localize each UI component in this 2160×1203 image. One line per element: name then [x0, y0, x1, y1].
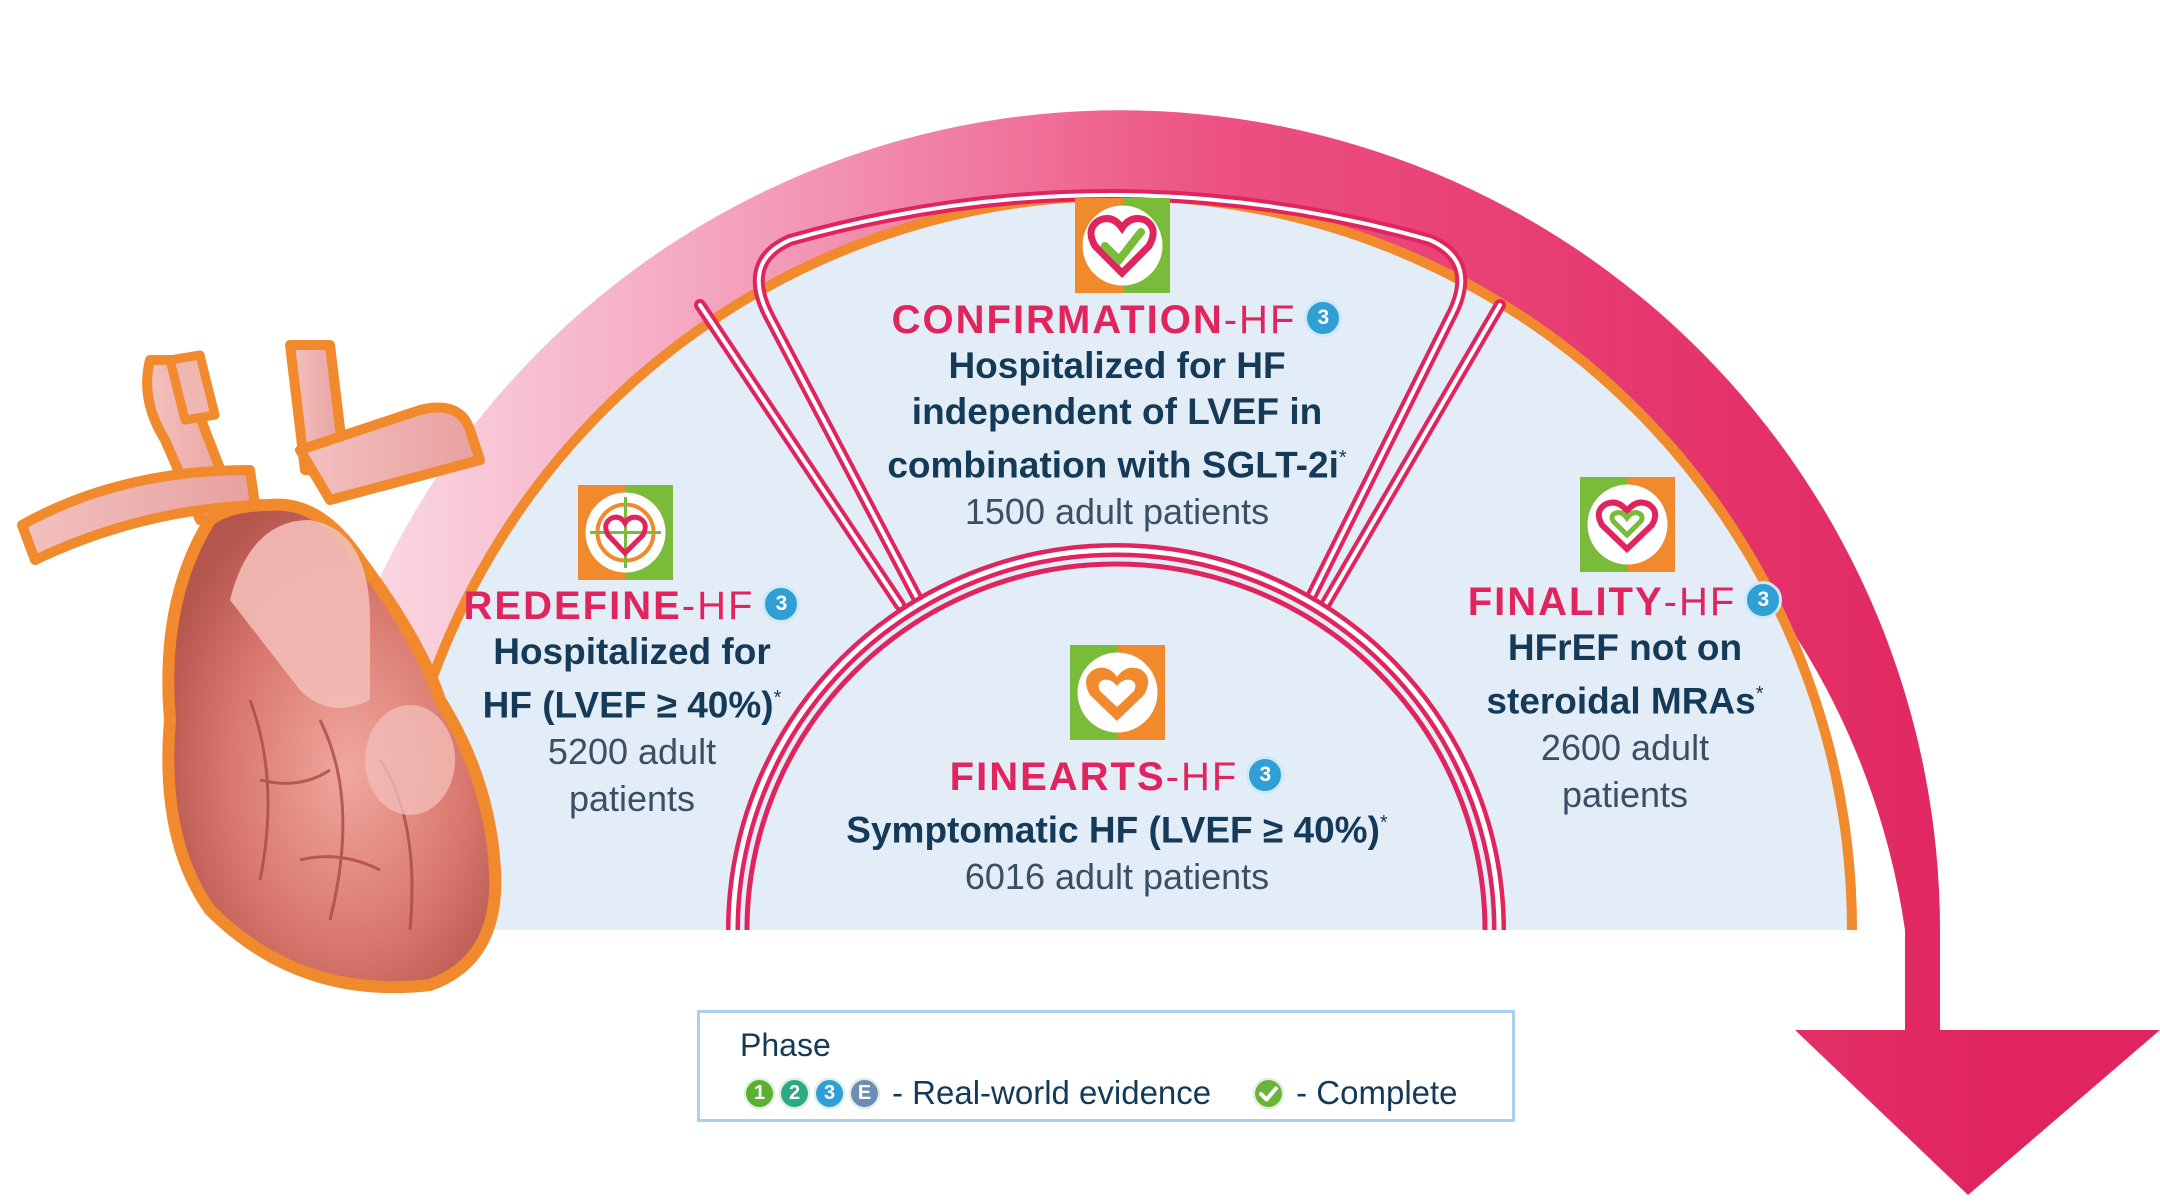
legend-row: 1 2 3 E - Real-world evidence - Complete [744, 1074, 1464, 1112]
phase-2-badge: 2 [779, 1077, 810, 1109]
trial-patient-count: 6016 adult patients [964, 856, 1270, 898]
heart-logo-icon [1070, 645, 1165, 740]
double-heart-logo-icon [1580, 477, 1675, 572]
trial-panel [380, 189, 1860, 944]
progress-arc-arrow [300, 110, 2160, 1195]
legend-title: Phase [740, 1027, 831, 1063]
phase-badge: 3 [1246, 756, 1285, 795]
trial-patient-count: 2600 adult patients [1540, 727, 1710, 816]
target-heart-logo-icon [578, 485, 673, 580]
phase-badge: 3 [1304, 299, 1343, 338]
heart-illustration-icon [17, 340, 502, 994]
trial-patient-count: 1500 adult patients [964, 491, 1270, 533]
trial-description: Symptomatic HF (LVEF ≥ 40%)* [846, 809, 1388, 851]
phase-badge: 3 [762, 585, 801, 624]
phase-3-badge: 3 [814, 1077, 845, 1109]
phase-legend: Phase 1 2 3 E - Real-world evidence - Co… [697, 1010, 1515, 1122]
complete-label: - Complete [1296, 1074, 1458, 1111]
trial-patient-count: 5200 adult patients [547, 731, 717, 820]
trial-description: Hospitalized for HF independent of LVEF … [887, 345, 1347, 486]
trial-description: HFrEF not on steroidal MRAs* [1486, 627, 1764, 722]
check-circle-icon [1253, 1077, 1285, 1109]
phase-e-badge: E [849, 1077, 880, 1109]
rwe-label: - Real-world evidence [892, 1074, 1212, 1111]
phase-badge: 3 [1744, 581, 1783, 620]
trial-description: Hospitalized for HF (LVEF ≥ 40%)* [482, 631, 782, 726]
check-heart-logo-icon [1075, 198, 1170, 293]
phase-1-badge: 1 [744, 1077, 775, 1109]
